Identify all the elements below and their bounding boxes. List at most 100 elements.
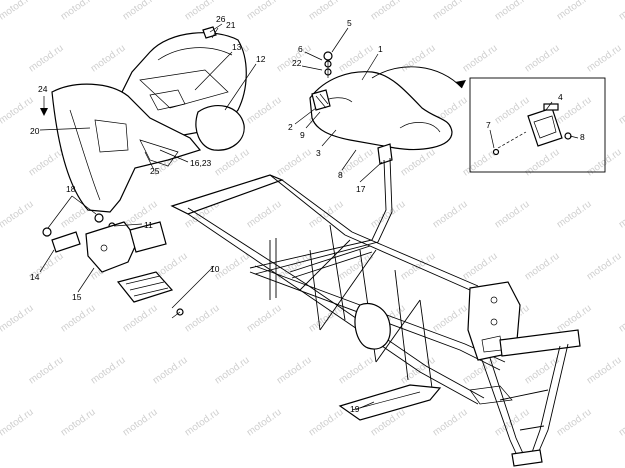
watermark-text: motod.ru [585, 147, 624, 179]
watermark-text: motod.ru [59, 303, 98, 335]
watermark-text: motod.ru [337, 43, 376, 75]
callout-1: 1 [378, 44, 383, 54]
callout-19: 19 [350, 404, 360, 414]
watermark-text: motod.ru [307, 0, 346, 22]
callout-16-23: 16,23 [190, 158, 212, 168]
callout-8-frame: 8 [338, 170, 343, 180]
watermark-text: motod.ru [27, 43, 66, 75]
watermark-text: motod.ru [617, 95, 625, 127]
callout-22: 22 [292, 58, 302, 68]
watermark-text: motod.ru [337, 355, 376, 387]
watermark-text: motod.ru [0, 199, 36, 231]
watermark-text: motod.ru [369, 199, 408, 231]
watermark-text: motod.ru [183, 407, 222, 439]
watermark-text: motod.ru [431, 199, 470, 231]
watermark-text: motod.ru [369, 0, 408, 22]
down-arrow-icon [40, 108, 48, 116]
callout-25: 25 [150, 166, 160, 176]
watermark-text: motod.ru [585, 355, 624, 387]
callout-7: 7 [486, 120, 491, 130]
watermark-text: motod.ru [493, 199, 532, 231]
watermark-text: motod.ru [431, 407, 470, 439]
callout-26: 26 [216, 14, 226, 24]
watermark-text: motod.ru [0, 95, 36, 127]
watermark-text: motod.ru [523, 147, 562, 179]
watermark-text: motod.ru [307, 199, 346, 231]
callout-12: 12 [256, 54, 266, 64]
callout-labels: 1 2 3 4 5 6 7 8 8 9 10 11 12 13 14 15 17… [30, 14, 585, 414]
callout-8-detail: 8 [580, 132, 585, 142]
rear-fender [51, 26, 247, 213]
watermark-text: motod.ru [213, 147, 252, 179]
watermark-text: motod.ru [0, 303, 36, 335]
watermark-text: motod.ru [523, 355, 562, 387]
callout-20: 20 [30, 126, 40, 136]
watermark-text: motod.ru [151, 355, 190, 387]
watermark-text: motod.ru [89, 43, 128, 75]
watermark-text: motod.ru [337, 147, 376, 179]
callout-21: 21 [226, 20, 236, 30]
callout-13: 13 [232, 42, 242, 52]
watermark-layer: motod.ru motod.ru motod.ru motod.ru motod.ru… [0, 0, 625, 438]
watermark-text: motod.ru [431, 303, 470, 335]
watermark-text: motod.ru [399, 147, 438, 179]
watermark-text: motod.ru [59, 407, 98, 439]
main-frame [170, 143, 581, 467]
watermark-text: motod.ru [493, 95, 532, 127]
callout-17: 17 [356, 184, 366, 194]
watermark-text: motod.ru [555, 199, 594, 231]
watermark-text: motod.ru [245, 0, 284, 22]
watermark-text: motod.ru [431, 0, 470, 22]
watermark-text: motod.ru [275, 147, 314, 179]
watermark-text: motod.ru [121, 407, 160, 439]
watermark-text: motod.ru [245, 407, 284, 439]
watermark-text: motod.ru [121, 0, 160, 22]
latch-detail-box [469, 77, 606, 173]
watermark-text: motod.ru [461, 43, 500, 75]
watermark-text: motod.ru [213, 355, 252, 387]
watermark-text: motod.ru [493, 407, 532, 439]
watermark-text: motod.ru [0, 0, 36, 22]
watermark-text: motod.ru [523, 43, 562, 75]
callout-9: 9 [300, 130, 305, 140]
watermark-text: motod.ru [617, 199, 625, 231]
watermark-text: motod.ru [27, 147, 66, 179]
watermark-text: motod.ru [245, 303, 284, 335]
watermark-text: motod.ru [493, 0, 532, 22]
watermark-text: motod.ru [245, 199, 284, 231]
callout-11: 11 [144, 220, 153, 230]
callout-2: 2 [288, 122, 293, 132]
watermark-text: motod.ru [461, 251, 500, 283]
callout-18: 18 [66, 184, 76, 194]
seat [309, 51, 466, 151]
watermark-text: motod.ru [617, 407, 625, 439]
watermark-text: motod.ru [555, 0, 594, 22]
callout-4: 4 [558, 92, 563, 102]
watermark-text: motod.ru [0, 407, 36, 439]
callout-6: 6 [298, 44, 303, 54]
watermark-text: motod.ru [523, 251, 562, 283]
watermark-text: motod.ru [245, 95, 284, 127]
callout-15: 15 [72, 292, 82, 302]
watermark-text: motod.ru [27, 355, 66, 387]
watermark-text: motod.ru [89, 355, 128, 387]
watermark-text: motod.ru [275, 355, 314, 387]
watermark-text: motod.ru [121, 303, 160, 335]
leader-lines [39, 23, 579, 409]
watermark-text: motod.ru [555, 407, 594, 439]
watermark-text: motod.ru [307, 407, 346, 439]
lower-left-parts [42, 213, 184, 319]
callout-5: 5 [347, 18, 352, 28]
watermark-text: motod.ru [585, 251, 624, 283]
watermark-text: motod.ru [585, 43, 624, 75]
watermark-text: motod.ru [59, 0, 98, 22]
callout-3: 3 [316, 148, 321, 158]
watermark-text: motod.ru [555, 303, 594, 335]
callout-14: 14 [30, 272, 40, 282]
watermark-text: motod.ru [617, 303, 625, 335]
callout-10: 10 [210, 264, 220, 274]
callout-24: 24 [38, 84, 48, 94]
watermark-text: motod.ru [617, 0, 625, 22]
watermark-text: motod.ru [183, 303, 222, 335]
